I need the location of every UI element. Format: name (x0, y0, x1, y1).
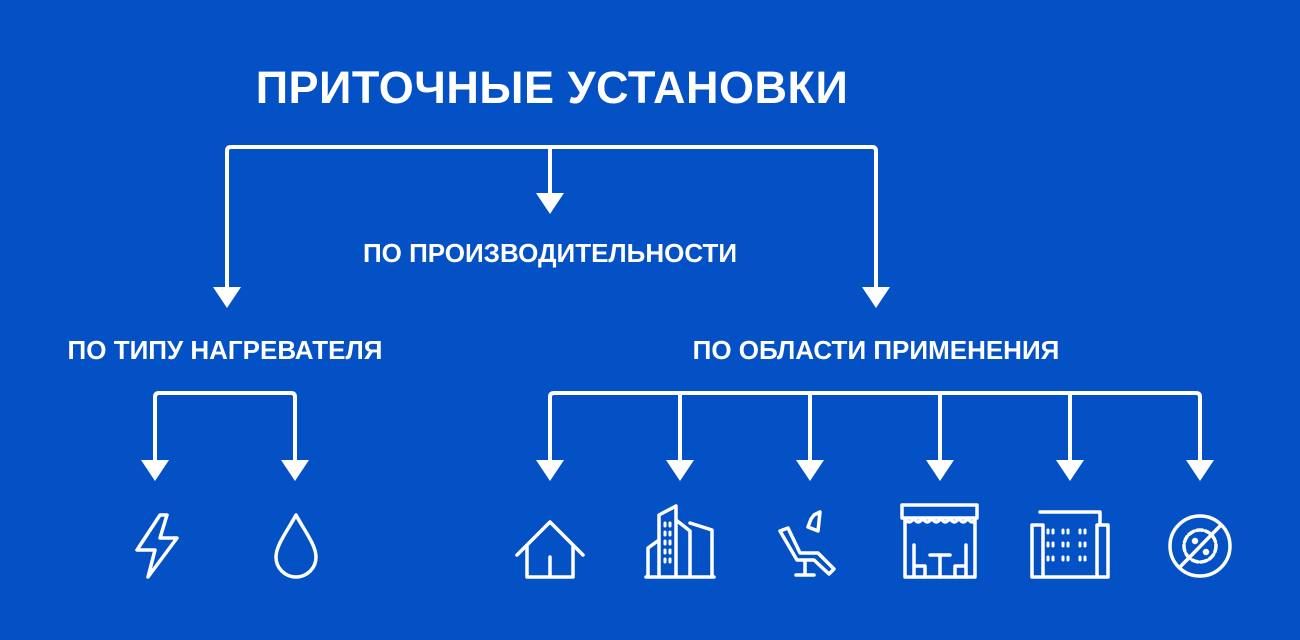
branch-heater-type-label: ПО ТИПУ НАГРЕВАТЕЛЯ (67, 335, 383, 365)
application-bracket (548, 391, 1202, 465)
water-drop-icon (274, 513, 318, 579)
cafe-icon (900, 503, 979, 579)
office-building-icon (644, 504, 716, 579)
diagram-title: ПРИТОЧНЫЕ УСТАНОВКИ (255, 62, 849, 113)
heater-bracket (153, 391, 297, 465)
branch-performance-label: ПО ПРОИЗВОДИТЕЛЬНОСТИ (362, 238, 738, 268)
top-bracket (225, 145, 878, 292)
house-icon (515, 520, 585, 579)
hotel-icon (1030, 510, 1110, 579)
branch-application-label: ПО ОБЛАСТИ ПРИМЕНЕНИЯ (692, 335, 1060, 365)
dental-chair-icon (778, 510, 836, 577)
lightning-icon (135, 513, 179, 579)
antivirus-icon (1168, 514, 1232, 578)
arrowheads (141, 193, 1214, 481)
